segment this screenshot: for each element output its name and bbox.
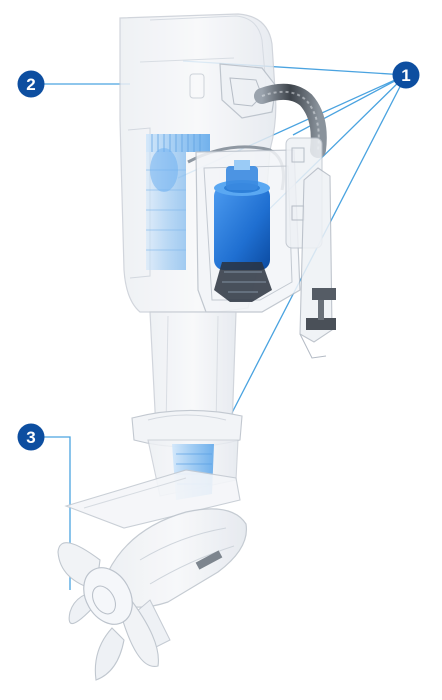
propeller — [57, 542, 159, 681]
callout-label-3: 3 — [26, 428, 35, 447]
callout-badge-2: 2 — [17, 70, 45, 98]
callout-badge-3: 3 — [17, 423, 45, 451]
callout-label-1: 1 — [401, 66, 410, 85]
gearcase — [107, 508, 248, 651]
electric-motor — [214, 160, 272, 302]
top-bracket — [219, 63, 277, 119]
callout-label-2: 2 — [26, 75, 35, 94]
leader-line-3 — [44, 436, 71, 590]
anti-ventilation-plate — [64, 469, 241, 529]
mount-bracket — [299, 167, 336, 359]
heat-exchanger — [146, 134, 210, 270]
callout-badge-1: 1 — [392, 61, 420, 89]
